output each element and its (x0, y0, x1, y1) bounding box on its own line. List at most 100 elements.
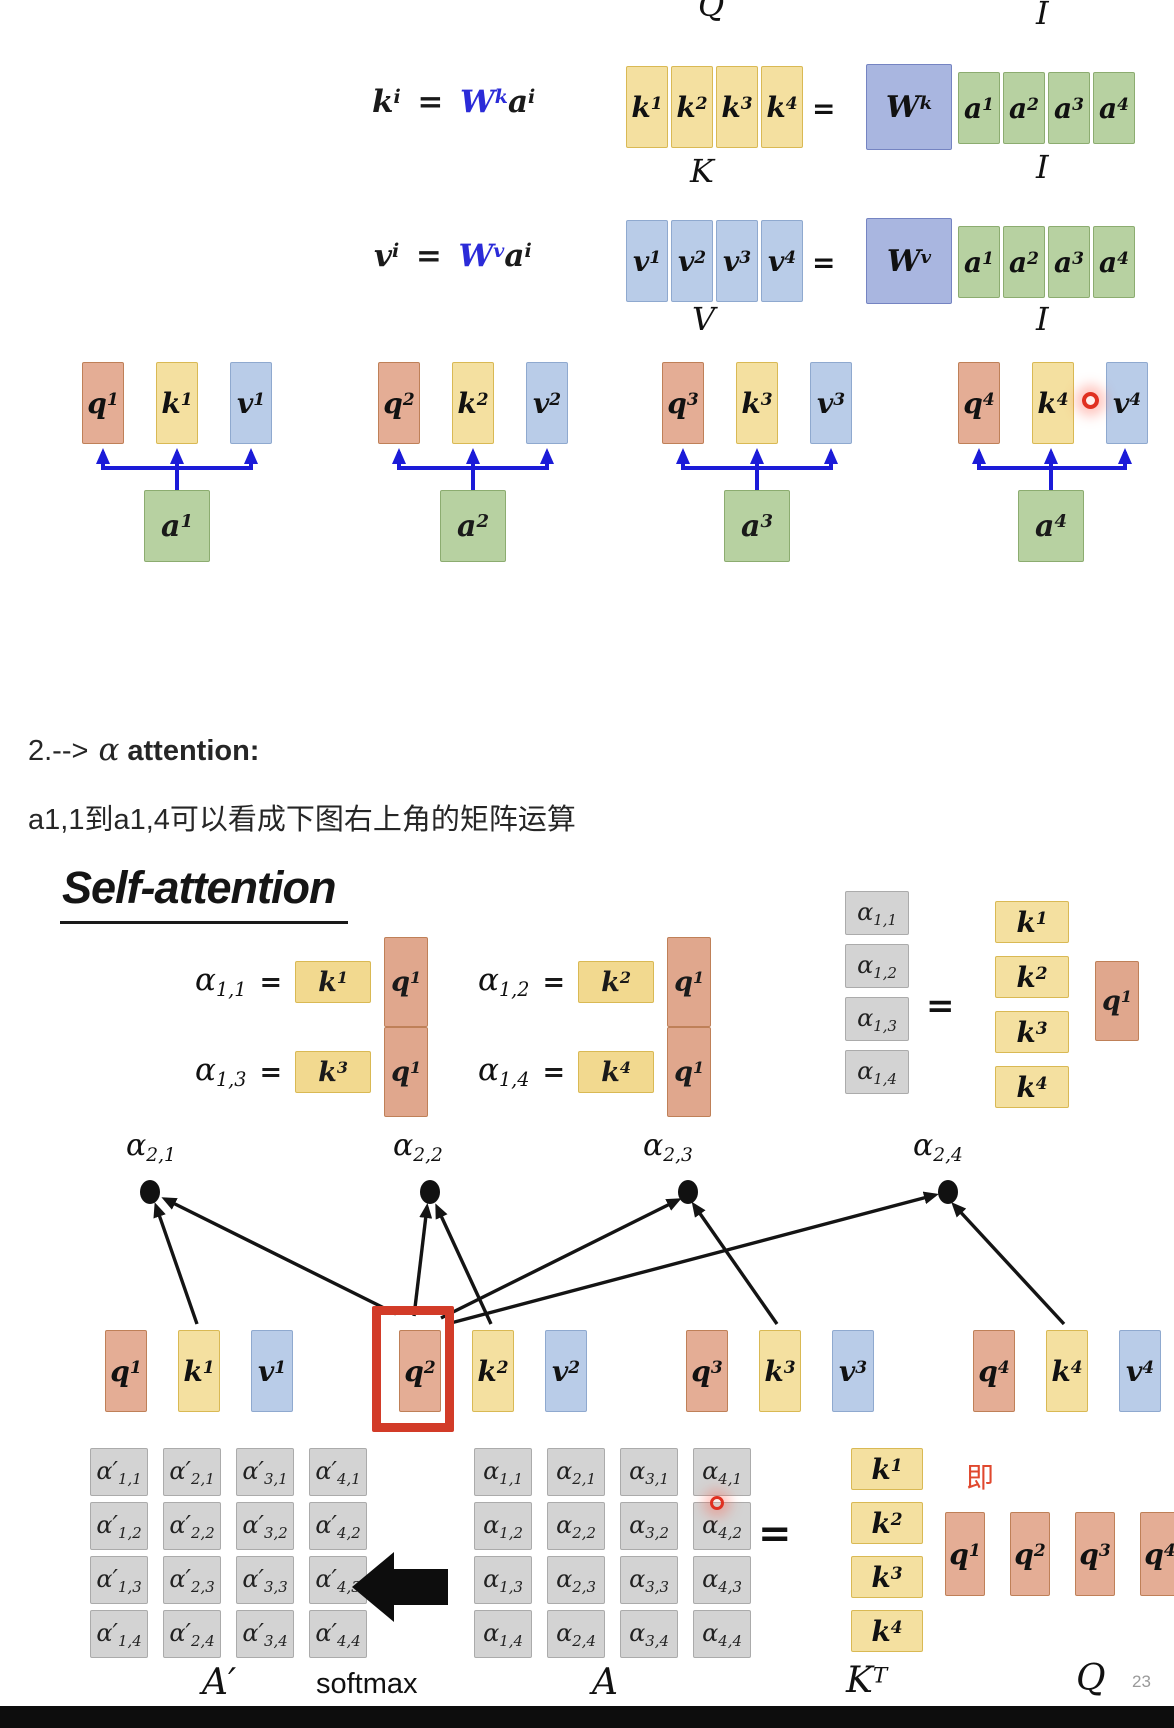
alpha-prime-cell: α′1,3 (90, 1556, 148, 1604)
q-vector-box: q2 (378, 362, 420, 444)
q-col-box: q1 (667, 1027, 712, 1117)
attention-score-label: α2,1 (126, 1128, 176, 1166)
equals-sign: = (926, 986, 955, 1026)
q-label: Q (1076, 1658, 1106, 1699)
v-vector-box: v1 (230, 362, 272, 444)
a-input-box: a2 (440, 490, 506, 562)
softmax-left-arrow-icon (352, 1552, 448, 1622)
q-vector-box: q3 (686, 1330, 728, 1412)
ji-annotation: 即 (966, 1462, 995, 1493)
k-vector-box: k1 (156, 362, 198, 444)
k-vector-box: k1 (178, 1330, 220, 1412)
k-vector-box: k2 (995, 956, 1069, 998)
k-vector-box: k4 (1032, 362, 1074, 444)
qkv-group: q3 k3 v3 (662, 362, 852, 444)
alpha-term: α1,3 (195, 1052, 247, 1092)
k-vector-box: k4 (995, 1066, 1069, 1108)
qkv-group: q2 k2 v2 (399, 1330, 587, 1412)
kt-label: KT (846, 1660, 888, 1701)
q-vector-box: q4 (973, 1330, 1015, 1412)
k-matrix-label: K (690, 152, 714, 190)
kt-column: k1 k2 k3 k4 (851, 1448, 923, 1652)
i-matrix-label-top: I (1036, 0, 1049, 32)
alpha-prime-cell: α′3,1 (236, 1448, 294, 1496)
k-vector-box: k1 (626, 66, 668, 148)
a-vector-box: a3 (1048, 226, 1090, 298)
qkv-group: q4 k4 v4 (958, 362, 1148, 444)
alpha-formula: α1,3 = k3 q1 (195, 1026, 429, 1118)
alpha-cell: α1,4 (845, 1050, 909, 1094)
v-vector-box: v2 (671, 220, 713, 302)
note-number: 2.--> (28, 735, 89, 767)
alpha-cell: α3,2 (620, 1502, 678, 1550)
alpha-cell: α2,4 (547, 1610, 605, 1658)
alpha-symbol: α (98, 732, 120, 768)
alpha-prime-cell: α′1,4 (90, 1610, 148, 1658)
wk-matrix-box: Wk (866, 64, 952, 150)
q-col-box: q1 (384, 937, 429, 1027)
a-vector-box: a2 (1003, 226, 1045, 298)
alpha-prime-cell: α′3,3 (236, 1556, 294, 1604)
q-vector-box: q1 (945, 1512, 985, 1596)
q-vector-box: q1 (82, 362, 124, 444)
a-vector-box: a1 (958, 72, 1000, 144)
k-row-box: k1 (295, 961, 372, 1003)
i-matrix-label-mid: I (1036, 148, 1049, 186)
attention-score-label: α2,2 (393, 1128, 443, 1166)
k-row-box: k3 (295, 1051, 372, 1093)
qkv-group: q1 k1 v1 (105, 1330, 293, 1412)
alpha-prime-cell: α′3,4 (236, 1610, 294, 1658)
alpha-prime-cell: α′2,1 (163, 1448, 221, 1496)
qkv-group: q2 k2 v2 (378, 362, 568, 444)
v-vector-box: v4 (761, 220, 803, 302)
alpha-prime-cell: α′2,2 (163, 1502, 221, 1550)
alpha-prime-cell: α′1,2 (90, 1502, 148, 1550)
v-vector-box: v2 (526, 362, 568, 444)
alpha-cell: α4,4 (693, 1610, 751, 1658)
a-vector-box: a4 (1093, 72, 1135, 144)
qkv-groups-bottom: q1 k1 v1 q2 k2 v2 q3 k3 v3 q4 k4 v4 (0, 1330, 1174, 1412)
k-vector-box: k3 (851, 1556, 923, 1598)
alpha-cell: α1,4 (474, 1610, 532, 1658)
v-vector-box: v4 (1119, 1330, 1161, 1412)
k-vector-box: k1 (995, 901, 1069, 943)
qkv-group: q1 k1 v1 (82, 362, 272, 444)
laser-pointer-dot (1082, 392, 1099, 409)
k-vector-box: k2 (851, 1502, 923, 1544)
q-vector-box: q4 (958, 362, 1000, 444)
alpha-term: α1,2 (478, 962, 530, 1002)
k-vector-box: k1 (851, 1448, 923, 1490)
a-vector-box: a1 (958, 226, 1000, 298)
alpha-formula: α1,4 = k4 q1 (478, 1026, 712, 1118)
q2-highlight-box (372, 1306, 454, 1432)
alpha-cell: α3,3 (620, 1556, 678, 1604)
a-label: A (592, 1662, 618, 1703)
k-vector-box: k2 (671, 66, 713, 148)
alpha-cell: α4,1 (693, 1448, 751, 1496)
a-input-box: a3 (724, 490, 790, 562)
alpha-cell: α1,3 (474, 1556, 532, 1604)
alpha-cell: α2,3 (547, 1556, 605, 1604)
alpha-prime-cell: α′2,4 (163, 1610, 221, 1658)
q-vector-box: q1 (105, 1330, 147, 1412)
alpha-prime-cell: α′2,3 (163, 1556, 221, 1604)
qkv-groups: q1 k1 v1 q2 k2 v2 q3 k3 v3 q4 k4 v4 (0, 362, 1174, 444)
alpha-formula: α1,2 = k2 q1 (478, 936, 712, 1028)
a-vector-box: a2 (1003, 72, 1045, 144)
v-vector-box: v3 (716, 220, 758, 302)
a-vector-box: a4 (1093, 226, 1135, 298)
qkv-group: q3 k3 v3 (686, 1330, 874, 1412)
alpha-cell: α2,1 (547, 1448, 605, 1496)
alpha-cell: α3,1 (620, 1448, 678, 1496)
alpha-cell: α1,2 (474, 1502, 532, 1550)
attention-score-label: α2,4 (913, 1128, 963, 1166)
equals-sign: = (812, 92, 836, 125)
k-vector-box: k4 (851, 1610, 923, 1652)
q-col-box: q1 (384, 1027, 429, 1117)
